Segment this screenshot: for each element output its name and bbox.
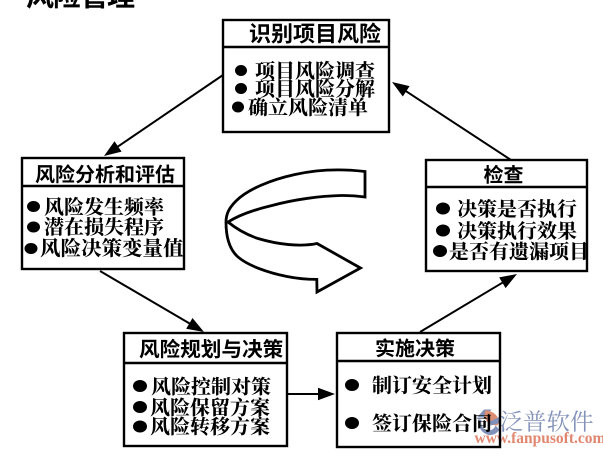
- svg-text:www.fanpusoft.com: www.fanpusoft.com: [475, 430, 603, 447]
